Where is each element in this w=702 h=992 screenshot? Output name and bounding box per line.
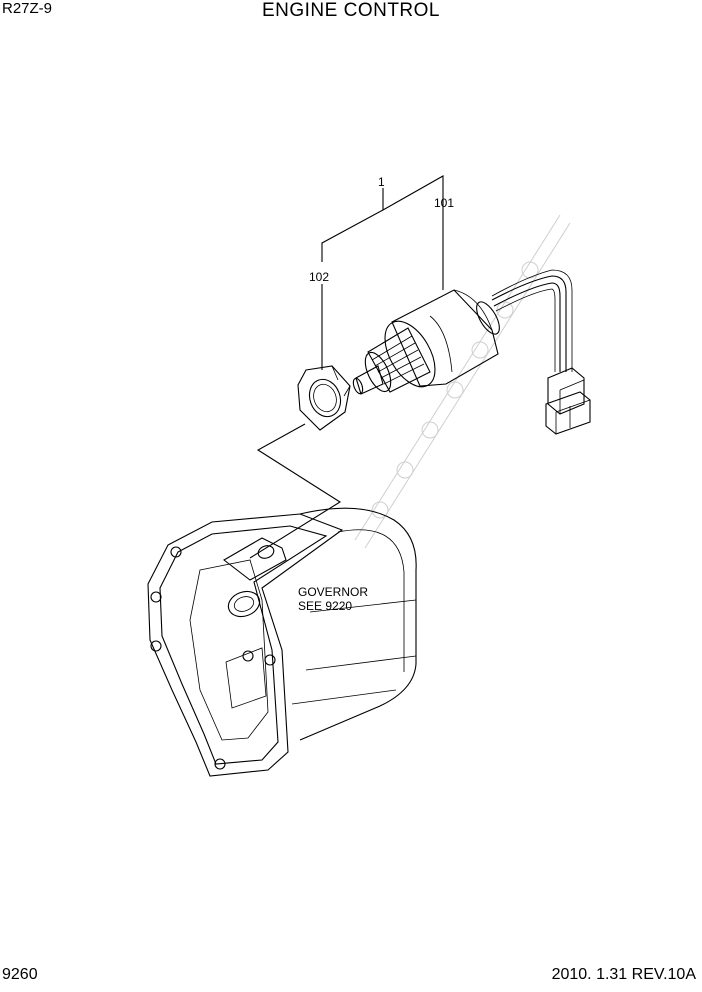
watermark [354,214,571,549]
callout-assembly: 1 [378,175,385,189]
revision-info: 2010. 1.31 REV.10A [551,966,696,983]
page-number: 9260 [2,966,38,983]
governor-note-line2: SEE 9220 [298,599,352,613]
governor-housing [147,507,417,777]
callout-nut: 102 [309,270,329,284]
leader-bracket [321,175,444,370]
callout-solenoid: 101 [434,196,454,210]
page-title: ENGINE CONTROL [261,0,441,21]
solenoid-101 [352,269,591,435]
governor-note-line1: GOVERNOR [298,585,368,599]
model-code: R27Z-9 [2,0,53,17]
assembly-centerline [249,423,342,559]
hex-nut-102 [297,365,351,431]
